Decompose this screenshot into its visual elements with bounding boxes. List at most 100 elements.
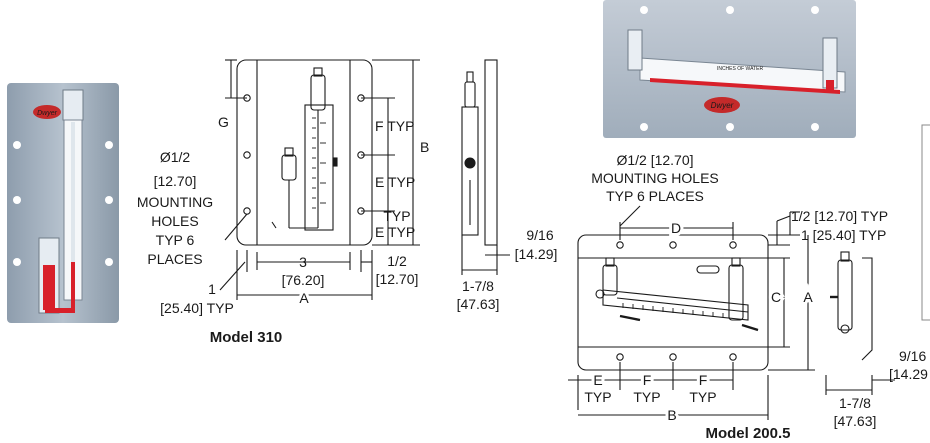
m310-well-cap bbox=[284, 147, 294, 157]
model-310-labels: G F TYP B E TYP E TYP Ø1/2 [12.70] MOUNT… bbox=[137, 114, 558, 346]
label-one: 1 bbox=[208, 281, 216, 297]
label-half-mm: [12.70] bbox=[376, 271, 419, 287]
m310-scale-ticks bbox=[312, 117, 326, 209]
label-three-mm: [76.20] bbox=[282, 272, 325, 288]
m2005-hole bbox=[729, 241, 737, 249]
m2005-left-cap bbox=[605, 257, 615, 267]
label-depth-mm: [47.63] bbox=[834, 413, 877, 429]
label-a: A bbox=[299, 290, 309, 306]
label-d: D bbox=[671, 220, 681, 236]
m2005-logo-slot bbox=[696, 265, 720, 274]
leader-hole bbox=[619, 205, 641, 227]
m2005-zero-knob bbox=[595, 289, 605, 299]
m310-top-cap bbox=[313, 67, 323, 77]
caption-model-2005: Model 200.5 bbox=[705, 425, 790, 442]
m2005-side-bracket bbox=[861, 257, 873, 361]
m2005-scale-plate bbox=[602, 289, 749, 321]
m310-drain bbox=[271, 221, 277, 229]
label-f2: F bbox=[699, 372, 708, 388]
label-b: B bbox=[420, 139, 429, 155]
photo-logo-text: Dwyer bbox=[37, 110, 58, 117]
leader-hole bbox=[224, 213, 248, 241]
label-hole-5: TYP 6 bbox=[156, 232, 195, 248]
label-thick-mm: [14.29] bbox=[515, 246, 558, 262]
photo-logo-text: Dwyer bbox=[711, 101, 734, 110]
photo-hole bbox=[811, 123, 819, 131]
photo-liquid bbox=[45, 308, 75, 313]
m2005-right-fitting bbox=[728, 264, 744, 321]
m2005-hole bbox=[669, 353, 677, 361]
label-f1: F bbox=[643, 372, 652, 388]
m310-side-fitting bbox=[464, 81, 476, 108]
m310-scale-plate bbox=[304, 104, 334, 231]
m310-side-cap bbox=[466, 71, 474, 83]
photo-hole bbox=[640, 6, 648, 14]
m310-zero-adjust bbox=[332, 157, 338, 167]
label-one-mm: [25.40] TYP bbox=[160, 300, 234, 316]
label-e-typ-2: E TYP bbox=[375, 224, 415, 240]
m2005-scale-ticks bbox=[622, 303, 724, 318]
m2005-hole bbox=[729, 353, 737, 361]
label-hole-6: PLACES bbox=[147, 251, 202, 267]
photo-hole bbox=[726, 123, 734, 131]
m310-panel bbox=[236, 59, 373, 246]
label-thick: 9/16 bbox=[899, 348, 926, 364]
photo-liquid bbox=[826, 80, 834, 90]
photo-scale bbox=[639, 57, 846, 93]
photo-hole bbox=[105, 258, 113, 266]
m2005-left-fitting bbox=[602, 264, 618, 296]
label-depth: 1-7/8 bbox=[839, 395, 871, 411]
m2005-hole bbox=[616, 353, 624, 361]
caption-model-310: Model 310 bbox=[210, 329, 283, 346]
m2005-panel bbox=[577, 234, 769, 371]
label-g: G bbox=[218, 114, 229, 130]
label-half-typ: 1/2 [12.70] TYP bbox=[791, 208, 888, 224]
photo-hole bbox=[726, 6, 734, 14]
label-a: A bbox=[803, 289, 813, 305]
model-2005-photo: INCHES OF WATER Dwyer bbox=[603, 0, 856, 138]
label-e: E bbox=[593, 372, 602, 388]
photo-hole bbox=[640, 123, 648, 131]
m2005-side-cap bbox=[840, 251, 850, 262]
label-hole-1: Ø1/2 [12.70] bbox=[616, 152, 693, 168]
label-hole-3: MOUNTING bbox=[137, 194, 213, 210]
model-2005-labels: Ø1/2 [12.70] MOUNTING HOLES TYP 6 PLACES… bbox=[584, 152, 928, 442]
m310-side-plate bbox=[484, 59, 498, 246]
photo-hole bbox=[13, 258, 21, 266]
m2005-side-knob bbox=[840, 324, 850, 334]
photo-liquid bbox=[650, 78, 840, 94]
label-f2-typ: TYP bbox=[689, 389, 716, 405]
photo-panel bbox=[7, 83, 119, 323]
photo-tube bbox=[71, 122, 75, 297]
model-310-drawing bbox=[219, 59, 510, 300]
photo-left-fitting bbox=[627, 29, 643, 71]
m2005-tube bbox=[616, 297, 749, 313]
m2005-hole bbox=[669, 241, 677, 249]
label-f1-typ: TYP bbox=[633, 389, 660, 405]
label-hole-2: [12.70] bbox=[154, 173, 197, 189]
label-depth-mm: [47.63] bbox=[457, 296, 500, 312]
adjacent-figure-edge bbox=[921, 124, 930, 321]
label-half-typ: TYP bbox=[383, 208, 410, 224]
m310-side-knob bbox=[464, 157, 476, 169]
photo-hole bbox=[105, 196, 113, 204]
photo-hole bbox=[13, 196, 21, 204]
label-hole-1: Ø1/2 bbox=[160, 149, 191, 165]
label-three: 3 bbox=[299, 254, 307, 270]
label-f-typ: F TYP bbox=[375, 118, 414, 134]
m310-well bbox=[281, 154, 297, 181]
model-310-photo: Dwyer bbox=[7, 83, 119, 323]
photo-logo bbox=[704, 97, 740, 113]
label-depth: 1-7/8 bbox=[462, 278, 494, 294]
label-hole-3: TYP 6 PLACES bbox=[606, 188, 704, 204]
photo-hole bbox=[811, 6, 819, 14]
label-hole-4: HOLES bbox=[151, 213, 198, 229]
label-half: 1/2 bbox=[387, 253, 407, 269]
label-hole-2: MOUNTING HOLES bbox=[591, 170, 719, 186]
photo-liquid bbox=[71, 262, 75, 312]
m2005-bracket bbox=[619, 314, 641, 322]
m2005-hole bbox=[616, 241, 624, 249]
model-2005-drawing bbox=[568, 205, 895, 420]
leader-one bbox=[219, 261, 246, 291]
